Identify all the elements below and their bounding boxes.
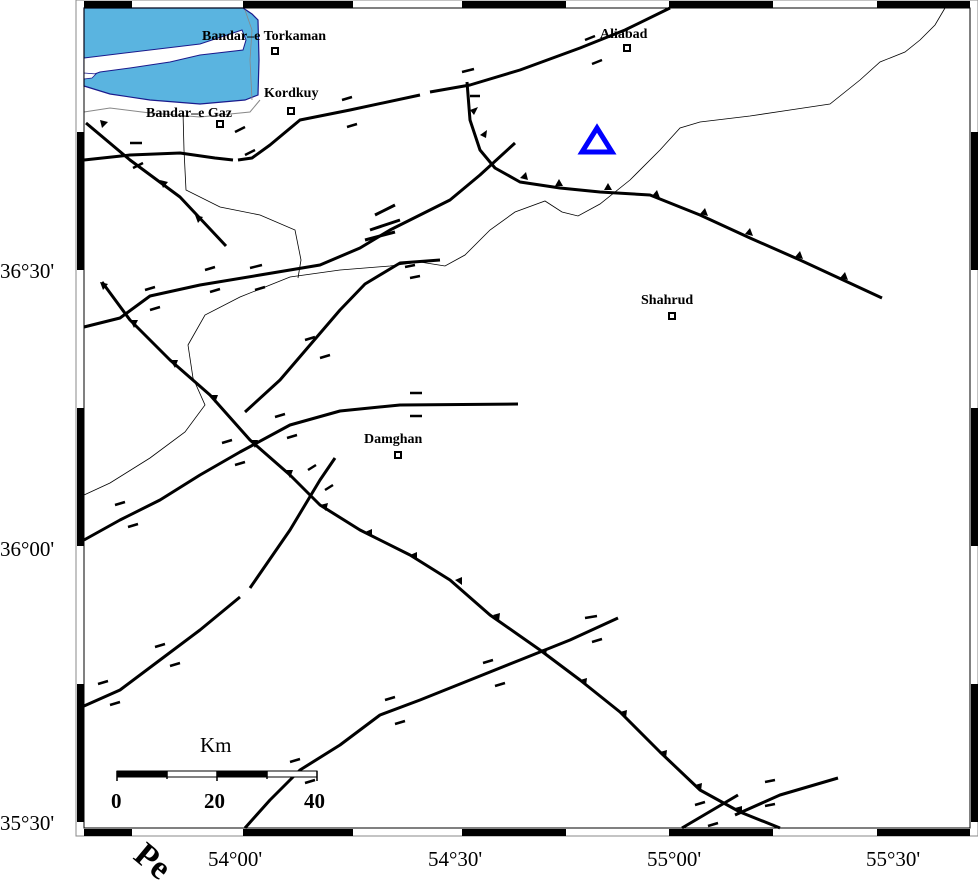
lat-label: 36°00' — [0, 537, 54, 561]
scale-unit: Km — [200, 733, 232, 757]
city-label: Bandar–e Torkaman — [202, 29, 326, 44]
city-label: Shahrud — [641, 293, 693, 308]
scale-tick-label: 0 — [111, 789, 122, 813]
city-marker — [271, 47, 279, 55]
lon-label: 55°30' — [866, 847, 920, 871]
city-label: Aliabad — [600, 27, 648, 42]
city-marker — [394, 451, 402, 459]
caspian-sea — [83, 7, 261, 118]
river — [182, 111, 302, 279]
scale-tick-label: 40 — [304, 789, 325, 813]
faults — [83, 6, 883, 830]
city-marker — [623, 44, 631, 52]
map-frame — [75, 0, 978, 837]
partial-text: Pe — [127, 836, 178, 887]
city-marker — [216, 120, 224, 128]
city-label: Kordkuy — [264, 86, 318, 101]
river — [83, 7, 946, 496]
city-label: Damghan — [364, 432, 423, 447]
scale-bar: Km 0 20 40 — [111, 733, 325, 813]
lat-label: 35°30' — [0, 811, 54, 835]
lat-label: 36°30' — [0, 259, 54, 283]
city-label: Bandar–e Gaz — [146, 106, 232, 121]
triangle-icon — [577, 123, 617, 155]
scale-tick-label: 20 — [204, 789, 225, 813]
lon-label: 54°30' — [428, 847, 482, 871]
city-marker — [287, 107, 295, 115]
lon-label: 54°00' — [208, 847, 262, 871]
city-marker — [668, 312, 676, 320]
lon-label: 55°00' — [647, 847, 701, 871]
